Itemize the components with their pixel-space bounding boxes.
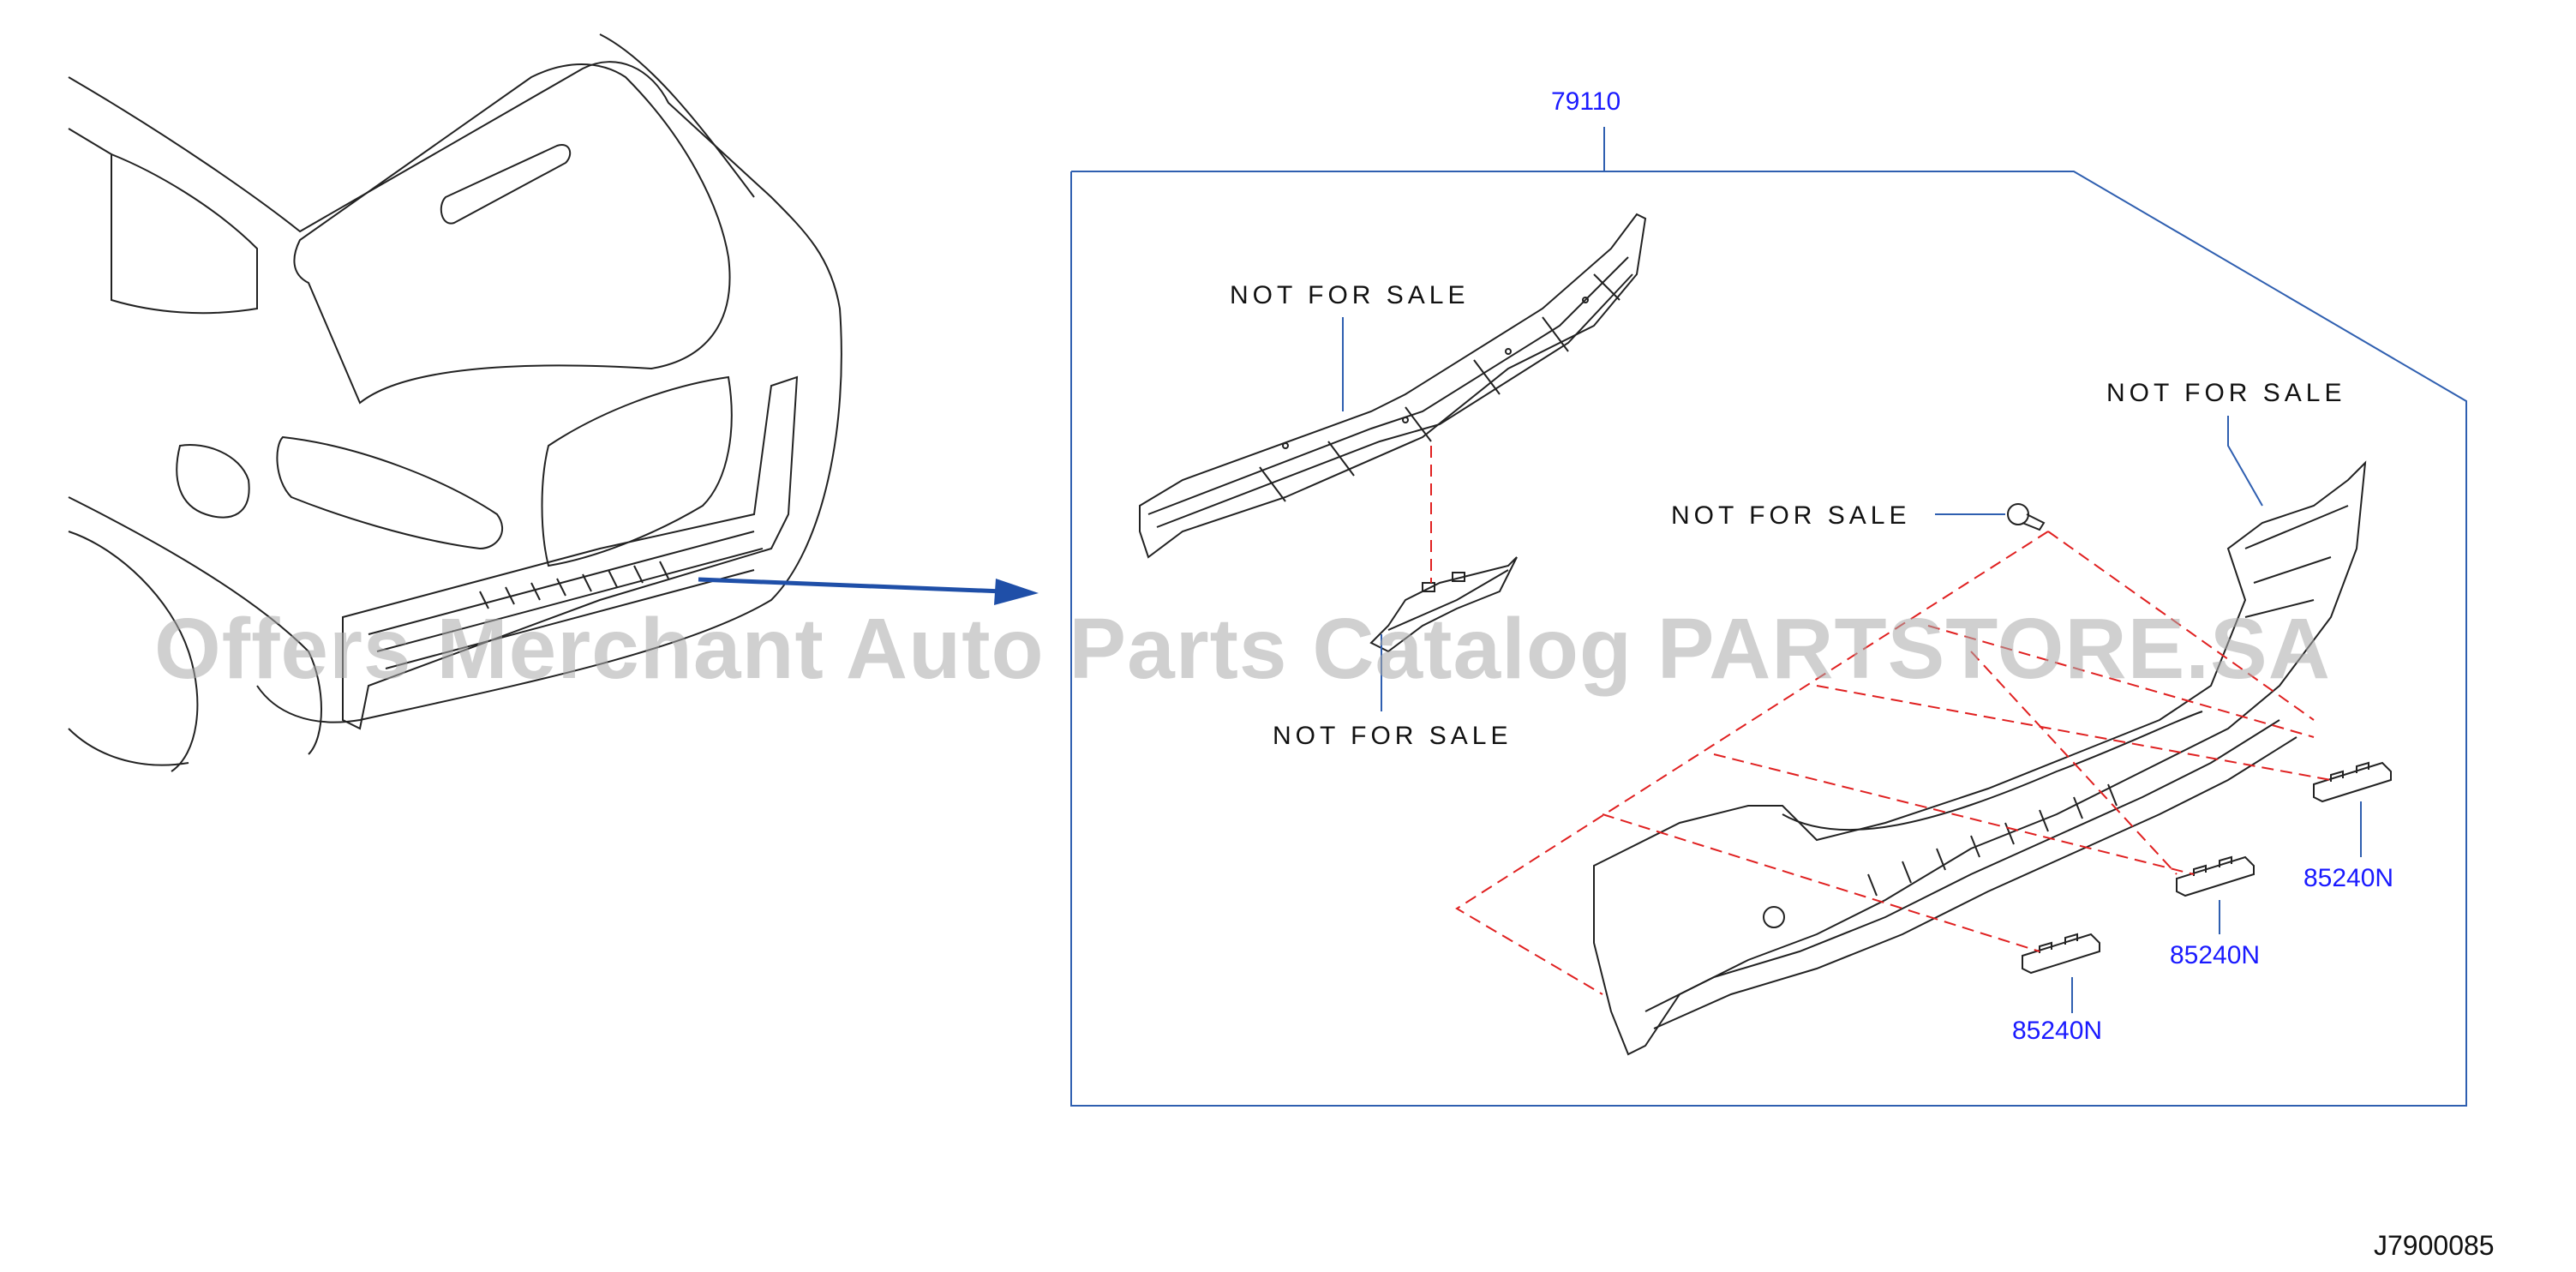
leader-lines: [1342, 317, 2362, 1013]
rear-panel-assembly-part: [1593, 460, 2367, 1056]
callout-not-for-sale-bolt: NOT FOR SALE: [1671, 501, 1911, 530]
assembly-dash-lines: [1430, 446, 2332, 995]
callout-79110: 79110: [1551, 87, 1621, 116]
callout-85240n-right: 85240N: [2303, 864, 2394, 892]
clip-part-2: [2176, 855, 2255, 897]
callout-not-for-sale-upper: NOT FOR SALE: [1230, 281, 1470, 309]
callout-85240n-left: 85240N: [2012, 1017, 2103, 1045]
clip-part-1: [2022, 933, 2100, 975]
diagram-code: J7900085: [2374, 1230, 2495, 1261]
watermark-text: Offers Merchant Auto Parts Catalog PARTS…: [154, 601, 2331, 697]
bracket-part: [1369, 556, 1518, 653]
upper-rear-panel-part: [1139, 213, 1647, 559]
bolt-part: [2007, 503, 2046, 531]
clip-part-3: [2313, 761, 2392, 803]
callout-not-for-sale-bracket: NOT FOR SALE: [1273, 722, 1513, 750]
direction-arrow: [698, 577, 1039, 605]
callout-not-for-sale-panel: NOT FOR SALE: [2106, 379, 2346, 407]
callout-85240n-middle: 85240N: [2170, 941, 2261, 969]
detail-frame: [1070, 127, 2467, 1107]
vehicle-rear-illustration: [68, 33, 842, 772]
